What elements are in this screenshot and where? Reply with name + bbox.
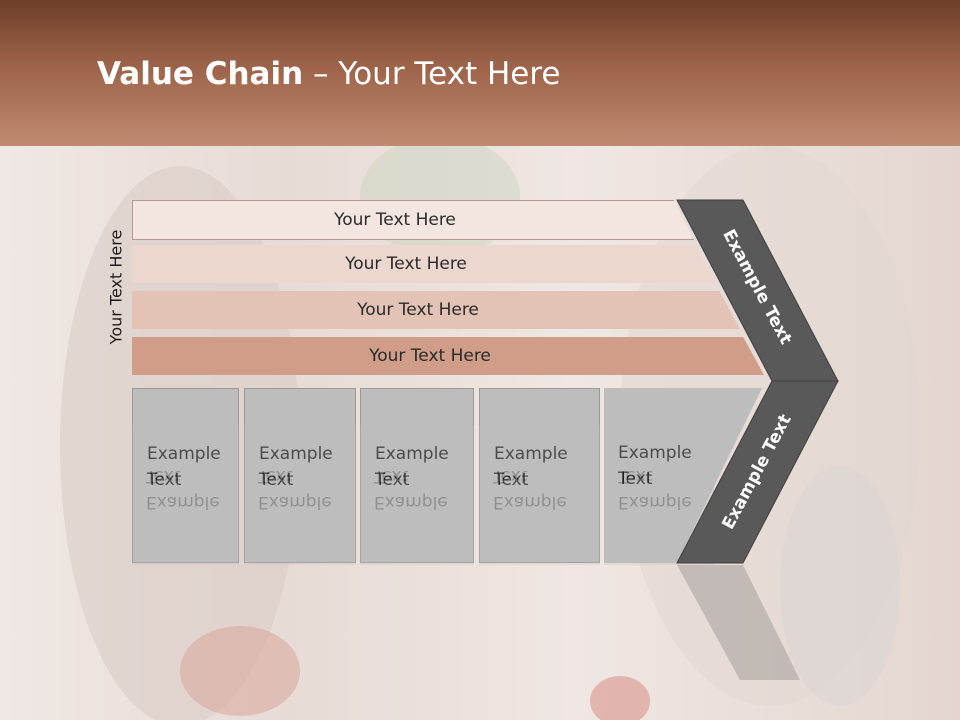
activity-box-2-line2: Text (259, 467, 355, 493)
activity-box-3: Example Text (360, 388, 474, 563)
reflection-box-2-line2: Text (258, 466, 293, 486)
activity-box-4-line2: Text (494, 467, 599, 493)
value-bar-4-text: Your Text Here (369, 346, 491, 366)
activity-box-3-line1: Example (375, 441, 473, 467)
value-bar-2-text: Your Text Here (345, 254, 467, 274)
activity-box-4-line1: Example (494, 441, 599, 467)
value-bar-2: Your Text Here (132, 245, 716, 283)
activity-box-1-line2: Text (147, 467, 238, 493)
reflection-box-5-line2: Text (618, 466, 653, 486)
activity-box-5-line1: Example (618, 440, 762, 466)
value-bar-3-text: Your Text Here (357, 300, 479, 320)
value-bar-1: Your Text Here (132, 200, 694, 240)
value-bar-3: Your Text Here (132, 291, 740, 329)
reflection-box-3-line2: Text (374, 466, 409, 486)
reflection-box-1-line2: Text (146, 466, 181, 486)
photo-vegetables (180, 626, 300, 716)
reflection-box-1-line1: Example (146, 492, 220, 512)
value-bar-1-text: Your Text Here (334, 210, 456, 230)
activity-box-4: Example Text (479, 388, 600, 563)
activity-box-2-line1: Example (259, 441, 355, 467)
activity-box-1: Example Text (132, 388, 239, 563)
title-rest: – Your Text Here (303, 56, 561, 92)
photo-tomato (590, 676, 650, 720)
activity-box-5-line2: Text (618, 466, 762, 492)
title-bold: Value Chain (97, 56, 304, 92)
reflection-box-5: Example Text (604, 425, 714, 565)
reflection-box-4-line2: Text (493, 466, 528, 486)
slide-title: Value Chain – Your Text Here (97, 56, 560, 92)
activity-box-2: Example Text (244, 388, 356, 563)
value-bar-4: Your Text Here (132, 337, 764, 375)
title-banner: Value Chain – Your Text Here (0, 0, 960, 146)
reflection-box-2-line1: Example (258, 492, 332, 512)
activity-box-1-line1: Example (147, 441, 238, 467)
reflection-box-5-line1: Example (618, 492, 692, 512)
reflection-box-3-line1: Example (374, 492, 448, 512)
reflection-box-4-line1: Example (493, 492, 567, 512)
side-label: Your Text Here (106, 229, 126, 345)
activity-box-3-line2: Text (375, 467, 473, 493)
